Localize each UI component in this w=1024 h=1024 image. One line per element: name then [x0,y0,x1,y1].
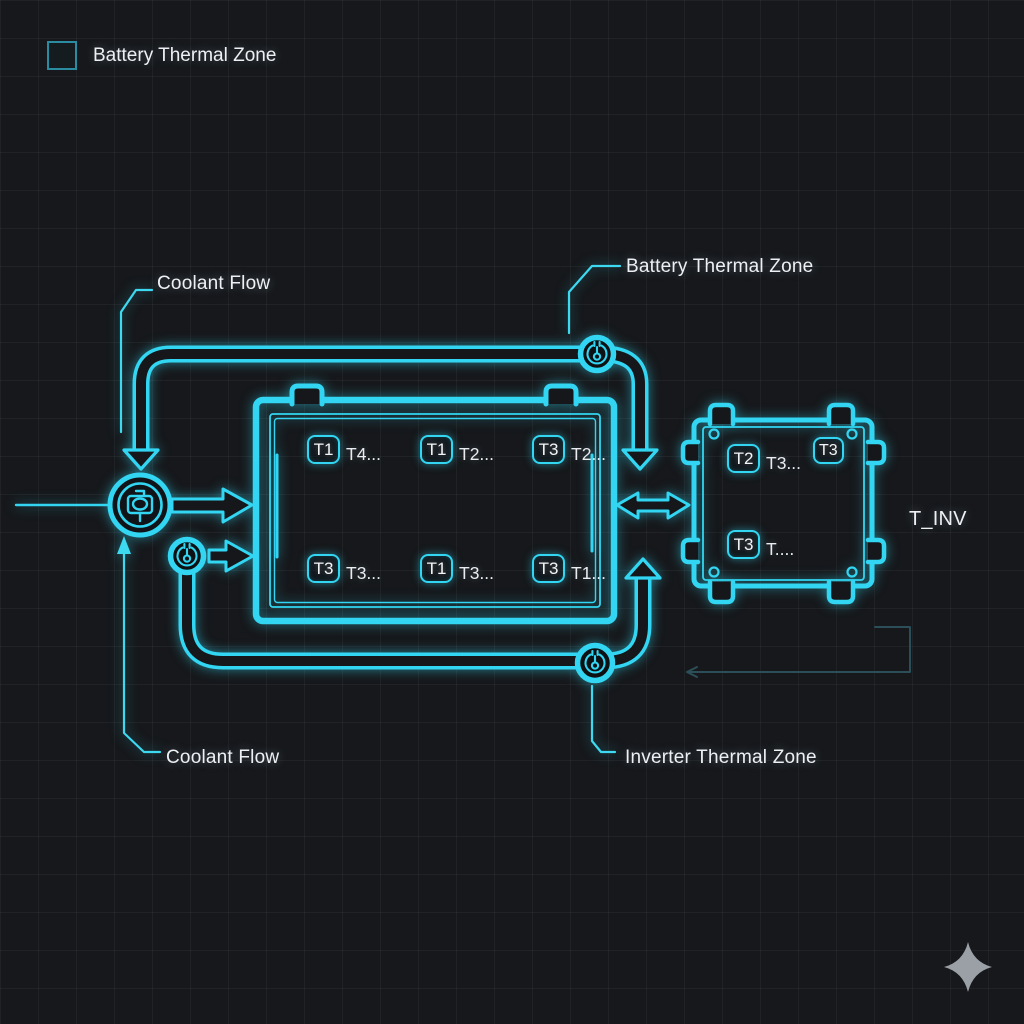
sensor-reading: T4... [346,444,382,464]
inverter-module[interactable] [680,402,887,605]
sensor-reading: T2... [459,444,495,464]
inverter-tab [865,537,887,565]
temperature-sensor-icon [586,340,608,365]
legend-label: Battery Thermal Zone [93,44,277,66]
pump-icon [126,489,154,523]
inverter-tab [707,579,736,605]
sensor-reading: T3... [766,453,802,473]
arrow-battery-inverter [615,491,691,520]
battery-pack[interactable] [252,383,618,625]
coolant-pipe-bottom [178,557,662,670]
inverter-tab [826,579,856,605]
arrow-up-at-pump [117,536,131,554]
temperature-sensor-node-top[interactable] [577,334,617,374]
battery-terminal-left [289,383,325,407]
pending-connection-path [686,626,911,678]
inverter-tab [680,537,701,565]
label-t-inv: T_INV [909,508,967,530]
screw-icon [708,428,720,440]
screw-icon [846,566,858,578]
sensor-reading: T.... [766,539,795,559]
sensor-reading: T3... [459,563,495,583]
battery-sensor-2: T1 T2... [420,435,494,465]
inverter-sensor-3: T3 T.... [727,530,794,560]
sensor-chip[interactable]: T2 [727,444,760,473]
leader-coolant-flow-bottom [117,536,162,754]
sensor-reading: T2... [571,444,607,464]
battery-sensor-3: T3 T2... [532,435,606,465]
arrow-up-to-inverter-link [624,557,662,580]
sensor-chip[interactable]: T3 [727,530,760,559]
sensor-reading: T3... [346,563,382,583]
leader-battery-thermal-zone [567,264,622,335]
inverter-tab [680,439,701,466]
inverter-sensor-2: T3 [813,437,850,464]
inverter-sensor-1: T2 T3... [727,444,801,474]
arrow-pump-to-battery [170,487,254,524]
sensor-chip[interactable]: T3 [813,437,844,464]
label-battery-thermal-zone: Battery Thermal Zone [626,256,814,277]
temperature-sensor-icon [584,649,606,674]
sensor-chip[interactable]: T3 [307,554,340,583]
label-coolant-flow-bottom: Coolant Flow [166,747,280,768]
sensor-reading: T1... [571,563,607,583]
temperature-sensor-icon [176,542,198,567]
coolant-pump-node[interactable] [107,472,173,538]
screw-icon [846,428,858,440]
sparkle-icon [944,942,992,992]
inverter-tab [826,402,856,427]
sensor-chip[interactable]: T1 [420,435,453,464]
sensor-chip[interactable]: T3 [532,554,565,583]
battery-sensor-5: T1 T3... [420,554,494,584]
temperature-sensor-node-left[interactable] [167,536,207,576]
sensor-chip[interactable]: T1 [307,435,340,464]
arrow-down-into-pump [122,448,160,471]
battery-sensor-6: T3 T1... [532,554,606,584]
battery-terminal-right [543,383,579,407]
sensor-chip[interactable]: T1 [420,554,453,583]
arrow-down-to-inverter-link [621,448,659,471]
battery-sensor-4: T3 T3... [307,554,381,584]
leader-inverter-thermal-zone [590,684,617,754]
inverter-tab [865,439,887,466]
arrow-sensor-to-battery [207,539,255,573]
screw-icon [708,566,720,578]
coolant-pipe-top [122,345,659,471]
legend: Battery Thermal Zone [47,41,276,70]
legend-swatch-battery-thermal-zone[interactable] [47,41,77,70]
label-inverter-thermal-zone: Inverter Thermal Zone [625,747,817,768]
sensor-chip[interactable]: T3 [532,435,565,464]
leader-coolant-flow-top [119,288,154,434]
temperature-sensor-node-bottom[interactable] [574,642,616,684]
inverter-tab [707,402,736,427]
label-coolant-flow-top: Coolant Flow [157,273,271,294]
battery-sensor-1: T1 T4... [307,435,381,465]
